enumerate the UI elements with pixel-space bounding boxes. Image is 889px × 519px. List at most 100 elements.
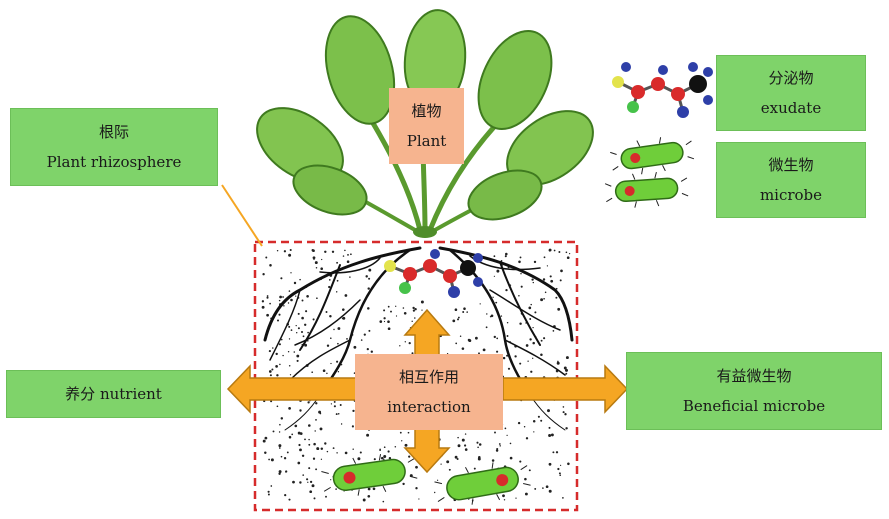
soil-particle — [271, 368, 274, 371]
soil-particle — [306, 339, 309, 342]
soil-particle — [532, 341, 535, 345]
interaction-label-en: interaction — [387, 398, 471, 416]
soil-particle — [292, 480, 295, 484]
soil-particle — [268, 350, 271, 353]
soil-particle — [552, 330, 555, 332]
plant-label-en: Plant — [406, 132, 447, 150]
soil-particle — [382, 500, 385, 503]
soil-particle — [457, 318, 459, 321]
soil-particle — [306, 294, 309, 298]
soil-particle — [288, 325, 291, 328]
soil-particle — [312, 256, 316, 260]
soil-particle — [289, 248, 292, 252]
soil-particle — [459, 335, 462, 337]
soil-particle — [502, 356, 506, 360]
soil-particle — [298, 443, 301, 447]
soil-particle — [552, 451, 555, 454]
soil-particle — [560, 464, 562, 466]
soil-particle — [515, 497, 517, 499]
soil-particle — [331, 250, 335, 253]
soil-particle — [543, 297, 545, 300]
soil-particle — [531, 278, 534, 281]
soil-particle — [545, 485, 549, 489]
soil-particle — [278, 472, 281, 475]
soil-particle — [312, 318, 315, 321]
soil-particle — [562, 411, 565, 414]
soil-particle — [532, 357, 534, 359]
soil-particle — [278, 431, 281, 433]
soil-particle — [347, 253, 349, 256]
soil-particle — [342, 308, 345, 311]
soil-particle — [261, 300, 265, 303]
soil-particle — [326, 450, 329, 453]
soil-particle — [301, 299, 304, 302]
soil-particle — [288, 435, 292, 439]
soil-particle — [266, 296, 269, 299]
soil-particle — [295, 324, 297, 327]
exudate-label: 分泌物 exudate — [716, 55, 866, 131]
soil-particle — [532, 420, 536, 423]
soil-particle — [312, 249, 315, 253]
beneficial-microbe-label-cn: 有益微生物 — [716, 367, 792, 385]
soil-particle — [269, 302, 271, 305]
soil-particle — [496, 350, 499, 353]
soil-particle — [339, 404, 342, 406]
bacteria-icon — [321, 454, 418, 496]
soil-particle — [307, 401, 310, 404]
soil-particle — [320, 458, 323, 460]
soil-particle — [291, 433, 294, 436]
soil-particle — [308, 443, 311, 446]
soil-particle — [520, 285, 523, 288]
soil-particle — [360, 339, 363, 341]
soil-particle — [337, 327, 341, 330]
beneficial-microbe-label: 有益微生物 Beneficial microbe — [626, 352, 882, 430]
soil-particle — [519, 256, 522, 259]
soil-particle — [395, 305, 397, 307]
soil-particle — [399, 431, 402, 434]
soil-particle — [316, 297, 318, 300]
soil-particle — [328, 279, 331, 281]
soil-particle — [290, 298, 293, 302]
soil-particle — [390, 310, 392, 313]
soil-particle — [267, 493, 270, 496]
soil-particle — [418, 498, 420, 500]
soil-particle — [548, 434, 552, 437]
soil-particle — [351, 425, 354, 428]
microbe-label-en: microbe — [759, 186, 823, 204]
nutrient-label: 养分 nutrient — [6, 370, 221, 418]
soil-particle — [566, 256, 570, 260]
soil-particle — [383, 455, 387, 458]
soil-particle — [315, 402, 318, 405]
soil-particle — [548, 489, 552, 493]
soil-particle — [368, 268, 372, 272]
soil-particle — [383, 446, 386, 449]
soil-particle — [557, 360, 559, 363]
soil-particle — [493, 275, 496, 277]
soil-particle — [542, 487, 544, 489]
soil-particle — [284, 494, 287, 497]
soil-particle — [302, 335, 305, 338]
soil-particle — [529, 318, 532, 320]
soil-particle — [330, 479, 332, 481]
soil-particle — [415, 487, 418, 490]
soil-particle — [454, 455, 458, 459]
soil-particle — [509, 456, 513, 460]
soil-particle — [412, 309, 415, 312]
soil-particle — [315, 419, 317, 421]
soil-particle — [307, 481, 309, 483]
soil-particle — [478, 456, 481, 459]
soil-particle — [455, 342, 458, 345]
soil-particle — [366, 433, 370, 437]
soil-particle — [342, 316, 346, 320]
soil-particle — [299, 448, 302, 452]
soil-particle — [280, 277, 283, 280]
soil-particle — [264, 451, 267, 455]
soil-particle — [506, 335, 509, 337]
soil-particle — [296, 332, 298, 334]
soil-particle — [549, 275, 552, 278]
soil-particle — [457, 436, 459, 439]
soil-particle — [299, 481, 302, 484]
soil-particle — [330, 362, 332, 365]
soil-particle — [288, 253, 292, 257]
soil-particle — [401, 440, 403, 442]
